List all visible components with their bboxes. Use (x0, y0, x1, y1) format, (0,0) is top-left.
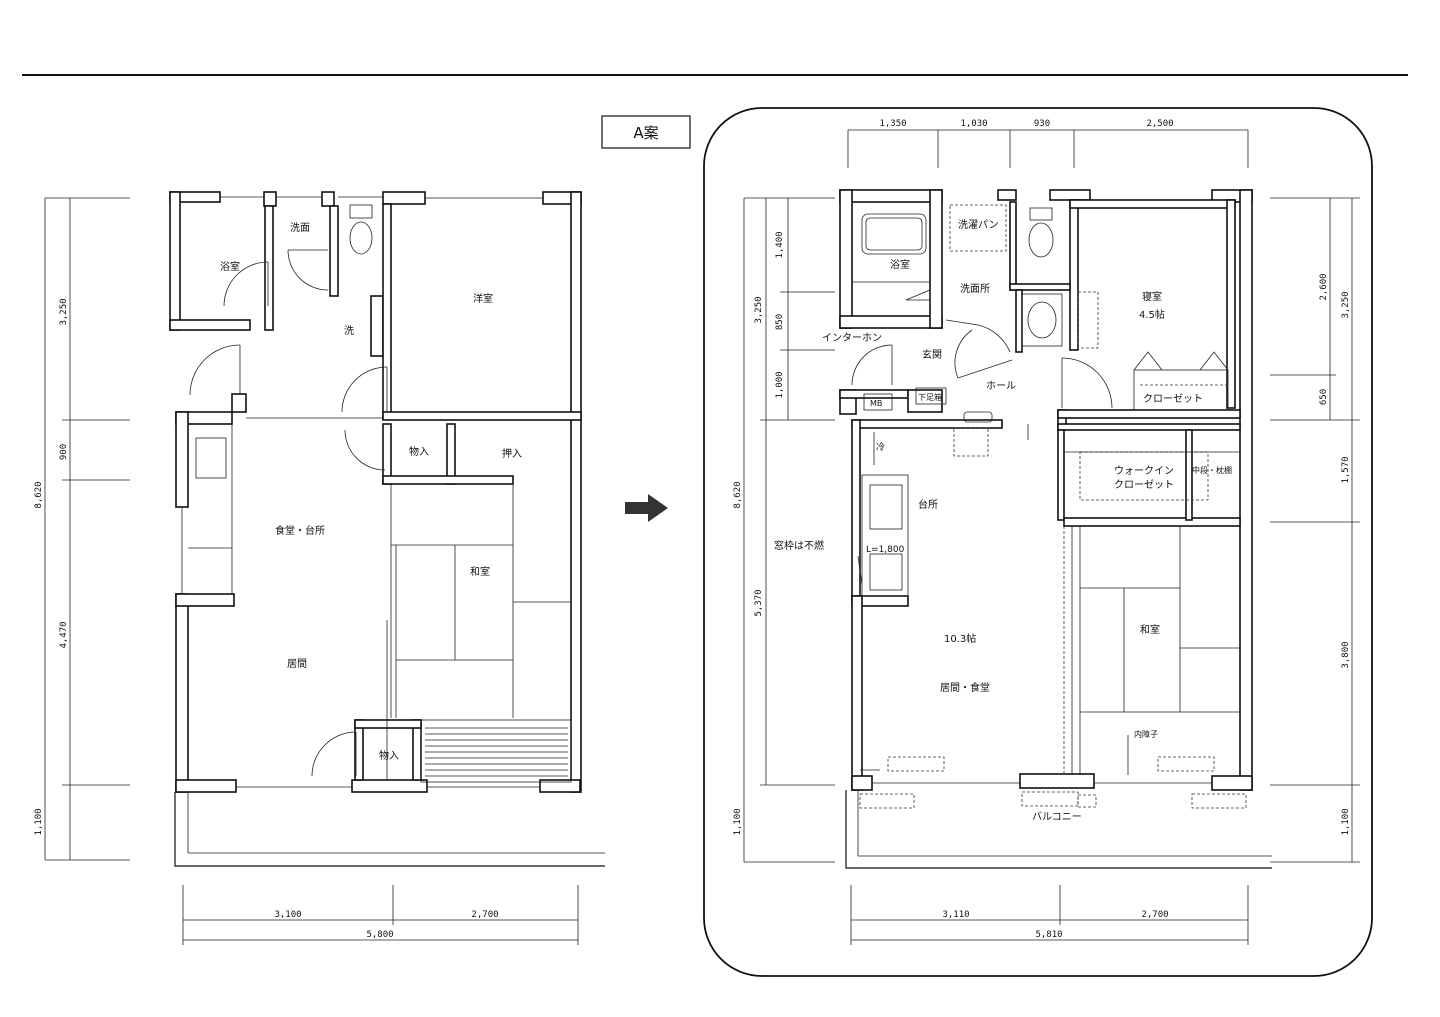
after-label-inner-shoji: 内障子 (1134, 729, 1158, 739)
after-dim-850: 850 (775, 314, 785, 330)
after-label-intercom: インターホン (822, 332, 882, 344)
before-details (181, 196, 572, 788)
before-dim-5800: 5,800 (366, 930, 393, 940)
before-dim-3100: 3,100 (274, 910, 301, 920)
after-walls (839, 189, 1272, 869)
after-dim-1100-right: 1,100 (1341, 808, 1351, 835)
after-dim-930: 930 (1034, 119, 1050, 129)
before-stair-hatch (425, 727, 568, 777)
after-label-bedroom-size: 4.5帖 (1139, 308, 1165, 321)
after-dim-1030: 1,030 (960, 119, 987, 129)
before-doors (189, 249, 388, 777)
after-dims-bottom: 3,110 2,700 5,810 (850, 885, 1249, 945)
after-label-entrance: 玄関 (922, 348, 942, 361)
after-label-balcony: バルコニー (1032, 811, 1082, 823)
before-walls (169, 191, 605, 867)
after-dim-2500: 2,500 (1146, 119, 1173, 129)
before-dims-left: 3,250 900 8,620 4,470 1,100 (34, 197, 130, 861)
after-label-living-dining: 居間・食堂 (940, 681, 990, 694)
after-dim-1100-left: 1,100 (733, 808, 743, 835)
before-label-dining-kitchen: 食堂・台所 (275, 524, 325, 537)
after-details (851, 204, 1247, 809)
before-dim-2700: 2,700 (471, 910, 498, 920)
after-dims-top: 1,350 1,030 930 2,500 (847, 119, 1249, 168)
after-dim-2700: 2,700 (1141, 910, 1168, 920)
after-toilet-icon (1029, 207, 1053, 221)
before-dim-8620: 8,620 (34, 481, 44, 508)
after-label-closet: クローゼット (1143, 393, 1203, 405)
before-plan: 3,250 900 8,620 4,470 1,100 (34, 191, 605, 945)
after-dims-right: 2,600 3,250 650 1,570 3,800 1,100 (1270, 197, 1360, 863)
after-dim-1000: 1,000 (775, 371, 785, 398)
before-toilet-icon (349, 204, 373, 219)
after-dim-1400: 1,400 (775, 231, 785, 258)
plan-label: A案 (633, 124, 658, 142)
before-label-closet: 押入 (502, 447, 522, 460)
after-dim-1570: 1,570 (1341, 456, 1351, 483)
after-dim-3110: 3,110 (942, 910, 969, 920)
before-label-wash: 洗面 (290, 222, 310, 234)
before-dim-4470: 4,470 (59, 621, 69, 648)
before-dim-3250: 3,250 (59, 298, 69, 325)
after-label-kitchen: 台所 (918, 498, 938, 511)
before-label-bath: 浴室 (220, 260, 240, 273)
after-label-laundry-pan: 洗濯パン (958, 219, 999, 231)
after-label-shoe-box: 下足箱 (918, 392, 942, 402)
after-label-window-note: 窓枠は不燃 (774, 539, 824, 552)
after-label-walkin-1: ウォークイン (1114, 465, 1174, 477)
before-label-storage2: 物入 (379, 749, 399, 762)
after-dim-5370: 5,370 (754, 589, 764, 616)
plan-label-box: A案 (601, 115, 691, 149)
after-dims-left: 1,400 3,250 850 1,000 8,620 5,370 1,100 (733, 197, 835, 863)
after-label-mb: MB (870, 399, 882, 408)
after-dim-650: 650 (1319, 389, 1329, 405)
after-label-fridge: 冷 (876, 441, 885, 453)
before-label-laundry: 洗 (344, 325, 354, 337)
before-label-japanese: 和室 (470, 565, 490, 578)
after-label-hall: ホール (986, 380, 1016, 392)
after-plan: 1,350 1,030 930 2,500 1,400 3,250 850 1,… (703, 107, 1373, 977)
arrow-right-icon (625, 494, 668, 522)
before-label-living: 居間 (287, 658, 307, 670)
after-label-living-size: 10.3帖 (944, 632, 976, 645)
after-label-counter-len: L=1,800 (866, 545, 905, 555)
bathtub-icon (861, 213, 927, 255)
after-dim-8620: 8,620 (733, 481, 743, 508)
before-dim-1100: 1,100 (34, 808, 44, 835)
washbasin-icon (1021, 293, 1063, 347)
before-label-storage1: 物入 (409, 445, 429, 458)
after-dim-2600: 2,600 (1319, 273, 1329, 300)
after-plan-frame (703, 107, 1373, 977)
after-label-walkin-2: クローゼット (1114, 479, 1174, 491)
after-dim-3800: 3,800 (1341, 641, 1351, 668)
after-dim-3250-left: 3,250 (754, 296, 764, 323)
after-label-washroom: 洗面所 (960, 283, 990, 295)
after-label-bath: 浴室 (890, 258, 910, 271)
after-label-japanese: 和室 (1140, 623, 1160, 636)
after-dim-1350: 1,350 (879, 119, 906, 129)
before-dims-bottom: 3,100 2,700 5,800 (182, 885, 579, 945)
after-label-bedroom: 寝室 (1142, 290, 1162, 303)
after-dim-5810: 5,810 (1035, 930, 1062, 940)
before-label-western: 洋室 (473, 292, 493, 305)
after-label-shelf: 中段・枕棚 (1192, 465, 1232, 475)
before-dim-900: 900 (59, 444, 69, 460)
after-dim-3250-right: 3,250 (1341, 291, 1351, 318)
